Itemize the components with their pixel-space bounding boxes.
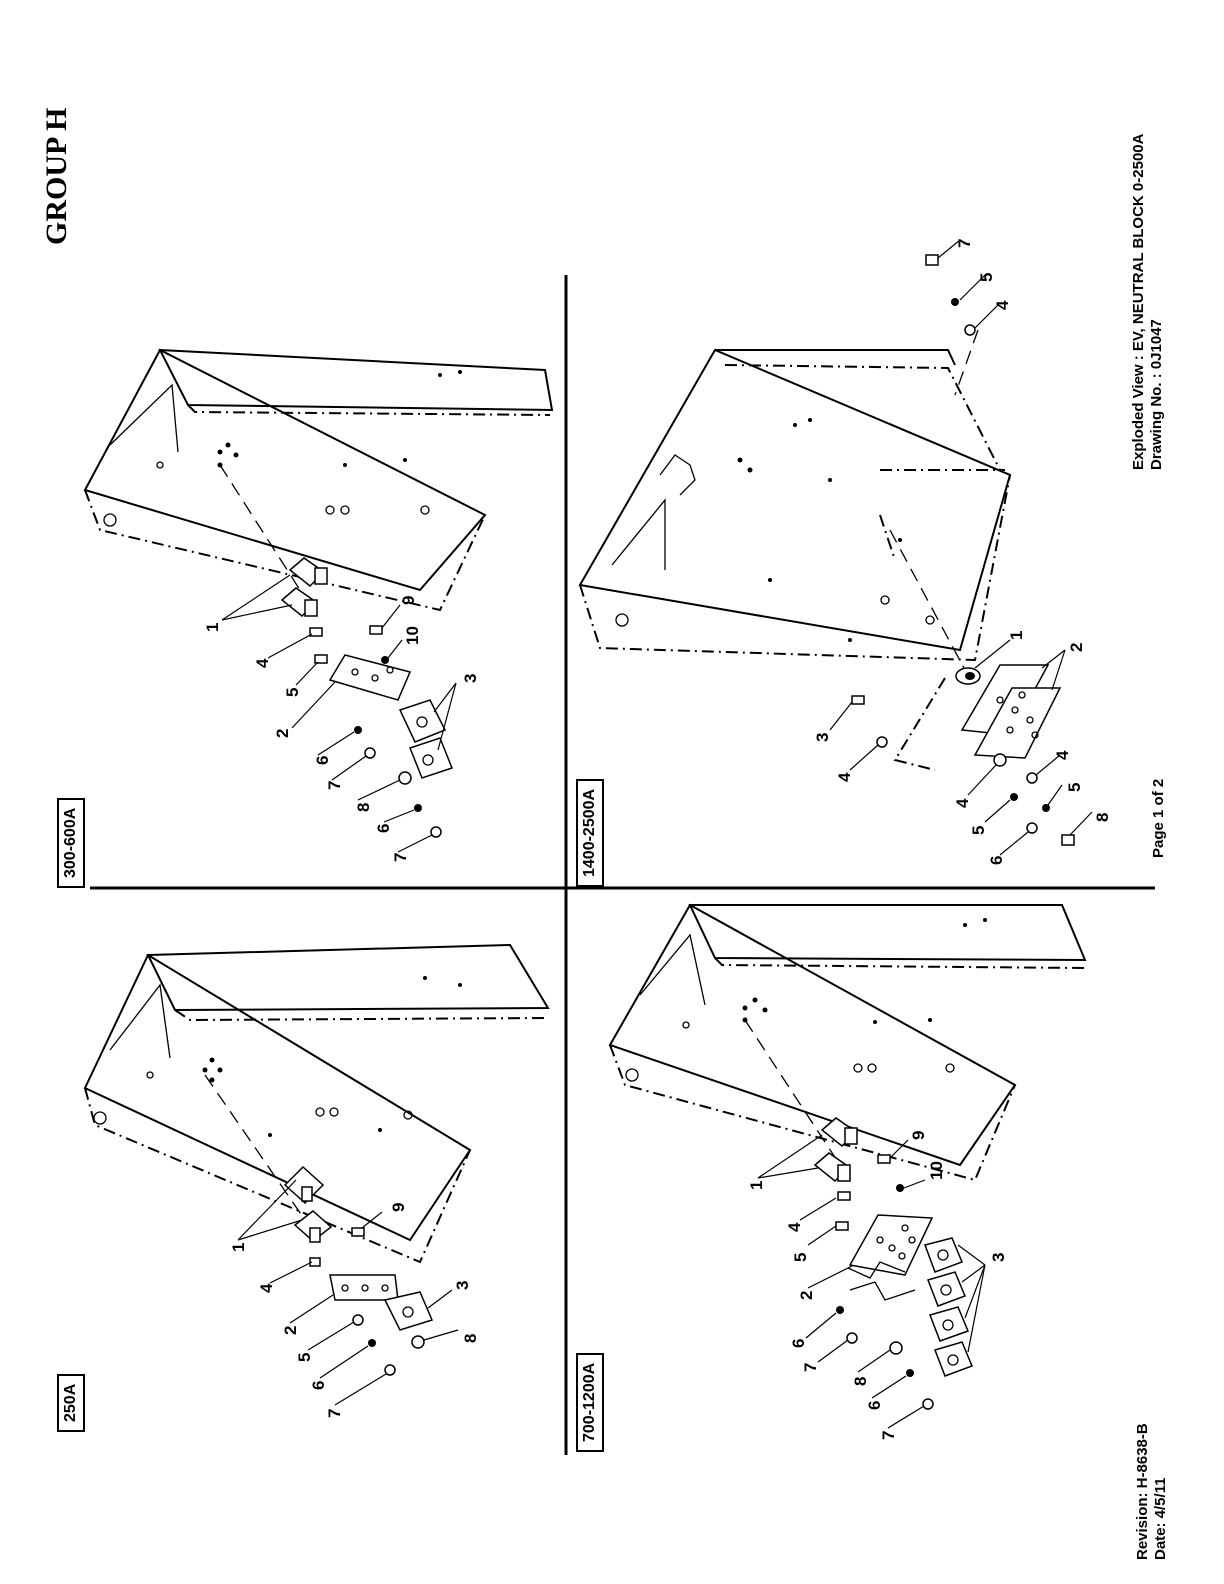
callout-250A-5: 5: [296, 1353, 313, 1362]
insulator-1400-2500A: [956, 668, 980, 684]
section-label-300-600A: 300-600A: [57, 798, 85, 888]
callout-300-600A-1: 1: [204, 623, 221, 632]
callout-300-600A-8: 8: [355, 803, 372, 812]
callout-700-1200A-3: 3: [990, 1253, 1007, 1262]
callout-1400-2500A-5c: 5: [978, 273, 995, 282]
callout-1400-2500A-5: 5: [970, 826, 987, 835]
callout-1400-2500A-4: 4: [836, 773, 853, 782]
callout-700-1200A-4: 4: [786, 1223, 803, 1232]
callout-1400-2500A-4d: 4: [994, 301, 1011, 310]
callout-300-600A-9: 9: [400, 596, 417, 605]
callout-300-600A-6b: 6: [375, 824, 392, 833]
title-block: Exploded View : EV, NEUTRAL BLOCK 0-2500…: [1130, 134, 1166, 470]
section-label-250A: 250A: [57, 1374, 85, 1432]
callout-250A-2: 2: [282, 1326, 299, 1335]
revision-block: Revision: H-8638-B Date: 4/5/11: [1134, 1423, 1170, 1560]
callout-250A-3: 3: [454, 1281, 471, 1290]
callout-250A-4: 4: [258, 1284, 275, 1293]
group-title: GROUP H: [42, 107, 72, 245]
hardware-700-1200A: [836, 1155, 933, 1409]
callout-700-1200A-1: 1: [748, 1181, 765, 1190]
callout-300-600A-10: 10: [404, 626, 421, 645]
callout-300-600A-2: 2: [274, 729, 291, 738]
callout-250A-8: 8: [462, 1334, 479, 1343]
callout-250A-1: 1: [230, 1243, 247, 1252]
callout-700-1200A-6b: 6: [866, 1401, 883, 1410]
callout-1400-2500A-3: 3: [814, 733, 831, 742]
quadrant-300-600A-drawing: [85, 350, 552, 852]
callout-700-1200A-7b: 7: [880, 1431, 897, 1440]
lug-250A: [385, 1292, 432, 1330]
busbar-300-600A: [330, 655, 410, 700]
callout-700-1200A-10: 10: [928, 1161, 945, 1180]
callout-300-600A-7: 7: [326, 781, 343, 790]
section-label-1400-2500A: 1400-2500A: [576, 779, 604, 887]
page-number: Page 1 of 2: [1150, 779, 1168, 858]
leader-lines-1400-2500A: [830, 240, 1092, 855]
revision-text: Revision: H-8638-B: [1134, 1423, 1152, 1560]
view-title: Exploded View : EV, NEUTRAL BLOCK 0-2500…: [1130, 134, 1148, 470]
callout-1400-2500A-1: 1: [1008, 631, 1025, 640]
callout-300-600A-4: 4: [254, 659, 271, 668]
callout-1400-2500A-4b: 4: [954, 799, 971, 808]
callout-300-600A-7b: 7: [392, 853, 409, 862]
quadrant-700-1200A-drawing: [610, 905, 1085, 1428]
callout-300-600A-6: 6: [314, 756, 331, 765]
callout-250A-9: 9: [390, 1203, 407, 1212]
insulator-250A: [285, 1167, 331, 1242]
callout-1400-2500A-5b: 5: [1066, 783, 1083, 792]
lugs-300-600A: [400, 700, 452, 778]
callout-700-1200A-6: 6: [790, 1339, 807, 1348]
quadrant-1400-2500A-drawing: [580, 240, 1092, 855]
callout-700-1200A-7: 7: [802, 1363, 819, 1372]
callout-700-1200A-8: 8: [852, 1377, 869, 1386]
callout-700-1200A-2: 2: [798, 1291, 815, 1300]
enclosure-1400-2500A: [580, 350, 1010, 660]
insulator-700-1200A: [815, 1118, 857, 1181]
drawing-number: Drawing No. : 0J1047: [1148, 134, 1166, 470]
section-label-700-1200A: 700-1200A: [576, 1353, 604, 1452]
callout-1400-2500A-7: 7: [956, 239, 973, 248]
callout-300-600A-5: 5: [284, 688, 301, 697]
callout-250A-6: 6: [310, 1381, 327, 1390]
callout-1400-2500A-2: 2: [1068, 643, 1085, 652]
callout-300-600A-3: 3: [462, 674, 479, 683]
hardware-1400-2500A: [852, 255, 1074, 845]
callout-1400-2500A-4c: 4: [1054, 751, 1071, 760]
callout-1400-2500A-8: 8: [1094, 813, 1111, 822]
insulator-300-600A: [282, 558, 327, 616]
date-text: Date: 4/5/11: [1152, 1423, 1170, 1560]
callout-700-1200A-5: 5: [792, 1253, 809, 1262]
lugs-700-1200A: [925, 1238, 972, 1376]
callout-250A-7: 7: [326, 1409, 343, 1418]
busbar-250A: [330, 1275, 398, 1300]
callout-700-1200A-9: 9: [910, 1131, 927, 1140]
callout-1400-2500A-6: 6: [988, 856, 1005, 865]
